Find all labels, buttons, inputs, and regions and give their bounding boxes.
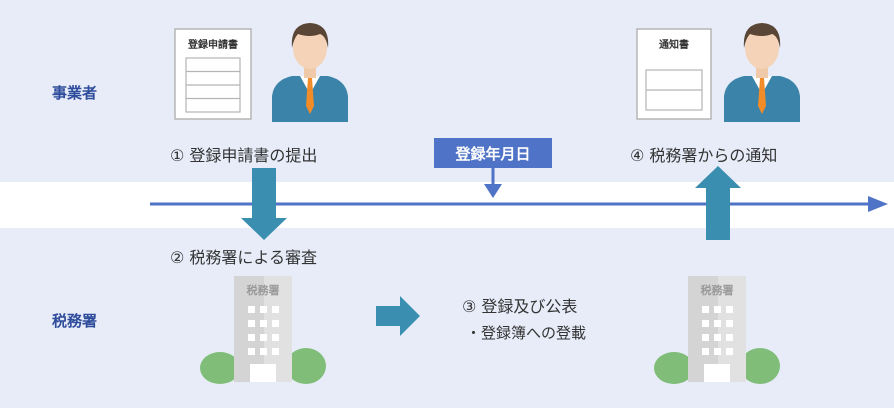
submit-arrow-head	[241, 218, 287, 240]
step-2-caption: ② 税務署による審査	[170, 248, 317, 267]
review-arrow-head	[400, 296, 420, 336]
registration-date-label: 登録年月日	[434, 138, 552, 168]
building-left-label: 税務署	[247, 283, 280, 297]
notice-form-icon: 通知書	[636, 28, 712, 120]
building-right-label: 税務署	[701, 283, 734, 297]
submit-arrow-shaft	[252, 168, 276, 220]
tax-office-building-icon-2: 税務署	[654, 276, 780, 384]
notice-form-title: 通知書	[659, 38, 689, 51]
notice-arrow-head	[695, 166, 741, 188]
review-arrow-shaft	[376, 306, 402, 326]
application-form-title: 登録申請書	[187, 38, 238, 51]
business-person-icon-2	[724, 23, 800, 122]
step-3-subcaption: ・登録簿への登載	[466, 324, 587, 342]
date-pointer-head	[484, 184, 502, 198]
application-form-icon: 登録申請書	[174, 28, 252, 120]
step-3-caption: ③ 登録及び公表	[462, 297, 578, 316]
tax-office-lane-label: 税務署	[52, 312, 98, 330]
timeline-arrowhead	[868, 196, 888, 212]
business-person-icon	[272, 23, 348, 122]
step-4-caption: ④ 税務署からの通知	[630, 146, 778, 165]
business-lane-label: 事業者	[52, 84, 98, 102]
notice-arrow-shaft	[706, 186, 730, 240]
tax-office-building-icon: 税務署	[200, 276, 326, 384]
step-1-caption: ① 登録申請書の提出	[170, 146, 318, 165]
